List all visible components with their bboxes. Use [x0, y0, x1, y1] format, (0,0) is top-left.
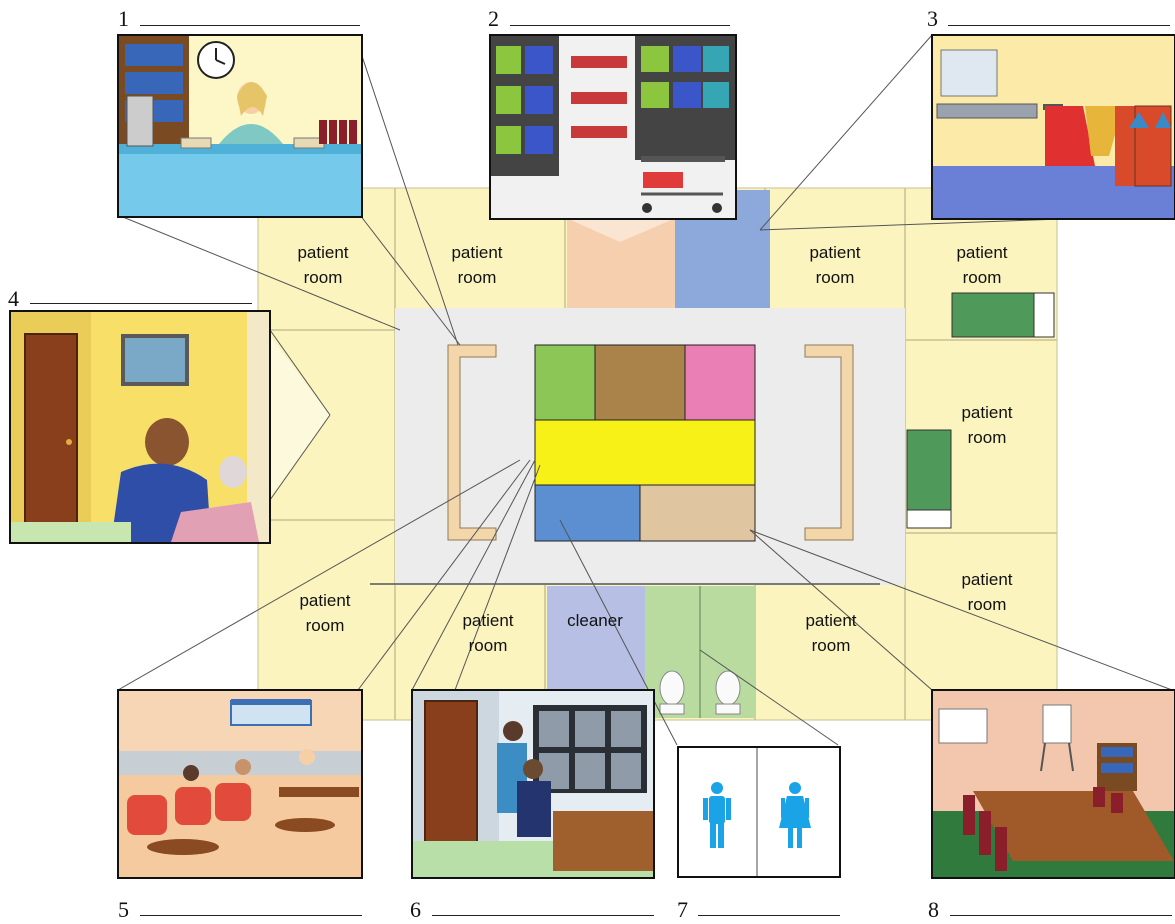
woman-icon	[779, 782, 811, 848]
picture-number-5: 5	[118, 897, 129, 922]
room-label-line1: patient	[809, 243, 861, 262]
room-label-patient-right-bottom: patient room	[942, 567, 1032, 617]
room-label-patient-left-top: patient room	[278, 240, 368, 290]
room-label-line1: patient	[451, 243, 503, 262]
toilet-bowls	[659, 670, 741, 715]
room-label-line2: room	[303, 268, 343, 287]
picture-1-reception	[117, 34, 363, 218]
room-label-line1: patient	[297, 243, 349, 262]
room-label-line1: patient	[462, 611, 514, 630]
room-label-line2: room	[468, 636, 508, 655]
picture-number-7: 7	[677, 897, 688, 922]
room-label-line2: room	[815, 268, 855, 287]
picture-4-patient-room	[9, 310, 271, 544]
picture-number-1: 1	[118, 6, 129, 31]
answer-line-6[interactable]	[432, 915, 654, 916]
picture-number-4: 4	[8, 286, 19, 311]
room-label-patient-right-top: patient room	[937, 240, 1027, 290]
picture-3-sluice-room	[931, 34, 1175, 220]
room-label-cleaner: cleaner	[567, 611, 623, 630]
right-brace	[804, 344, 854, 541]
room-label-line2: room	[962, 268, 1002, 287]
picture-number-8: 8	[928, 897, 939, 922]
pointer-lines	[117, 34, 1173, 746]
answer-line-3[interactable]	[948, 25, 1170, 26]
answer-line-5[interactable]	[140, 915, 362, 916]
left-brace	[447, 344, 497, 541]
room-label-line1: patient	[961, 403, 1013, 422]
answer-line-4[interactable]	[30, 303, 252, 304]
answer-line-2[interactable]	[510, 25, 730, 26]
bed	[906, 429, 952, 511]
room-label-patient-top-3: patient room	[790, 240, 880, 290]
man-icon	[703, 782, 731, 848]
picture-5-staff-lounge	[117, 689, 363, 879]
room-label-line2: room	[811, 636, 851, 655]
room-label-line2: room	[305, 616, 345, 635]
picture-number-6: 6	[410, 897, 421, 922]
room-label-line1: patient	[299, 591, 351, 610]
room-label-patient-top-2: patient room	[432, 240, 522, 290]
bed	[951, 292, 1035, 338]
answer-line-7[interactable]	[698, 915, 840, 916]
picture-8-meeting-room	[931, 689, 1175, 879]
room-label-patient-bottom-right: patient room	[786, 608, 876, 658]
picture-number-3: 3	[927, 6, 938, 31]
projection-wedges	[268, 218, 676, 500]
room-label-patient-right-mid: patient room	[942, 400, 1032, 450]
picture-number-2: 2	[488, 6, 499, 31]
nurses-station	[534, 344, 756, 542]
picture-2-supply-room	[489, 34, 737, 220]
room-label-patient-bottom-2: patient room	[443, 608, 533, 658]
room-label-line1: patient	[961, 570, 1013, 589]
picture-6-xray-room	[411, 689, 655, 879]
room-label-line2: room	[967, 595, 1007, 614]
answer-line-8[interactable]	[950, 915, 1172, 916]
room-label-line1: patient	[956, 243, 1008, 262]
room-label-line1: patient	[805, 611, 857, 630]
room-label-line2: room	[967, 428, 1007, 447]
room-label-patient-bottom-left: patient room	[280, 588, 370, 638]
room-label-line2: room	[457, 268, 497, 287]
picture-7-toilets	[677, 746, 841, 878]
answer-line-1[interactable]	[140, 25, 360, 26]
